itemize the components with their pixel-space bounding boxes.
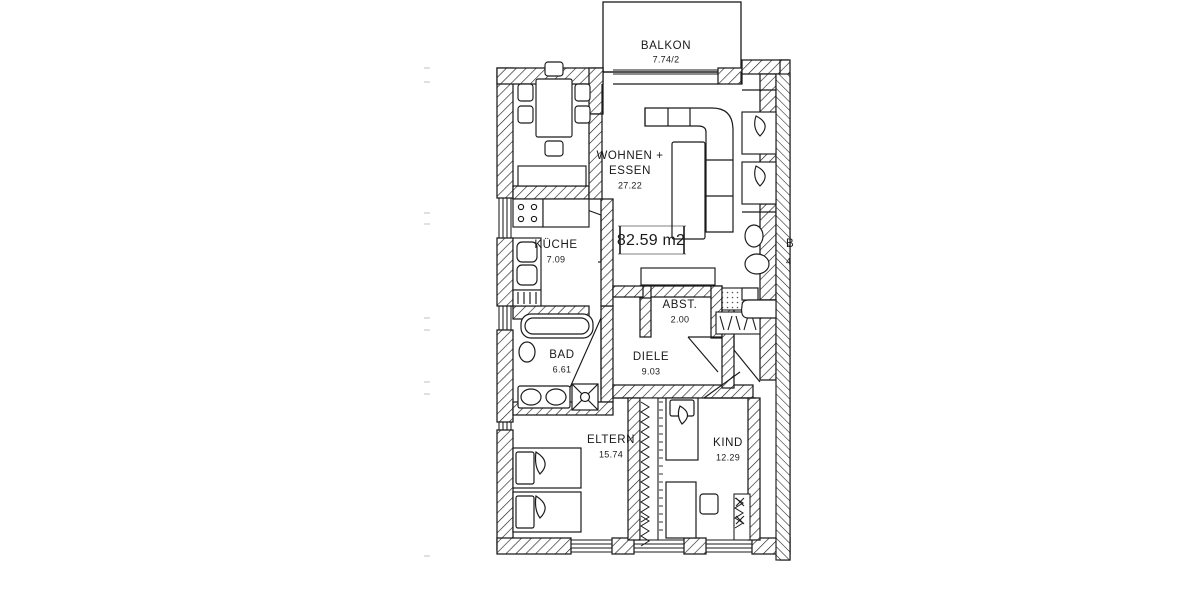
wall-outlines xyxy=(601,72,742,114)
neighbor-unit xyxy=(741,73,791,561)
fixture-kitchen-sink xyxy=(512,237,542,291)
svg-text:4: 4 xyxy=(786,256,791,266)
room-label-kueche-area: 7.09 xyxy=(547,254,566,264)
total-area-callout: 82.59 m2 xyxy=(617,225,686,255)
room-label-kind: KIND 12.29 xyxy=(713,437,743,462)
room-label-eltern-name: ELTERN xyxy=(587,434,635,446)
room-label-abst: ABST. 2.00 xyxy=(663,299,698,324)
fixture-child-bed xyxy=(665,397,699,461)
fixture-double-sink xyxy=(517,385,571,409)
fixture-bathtub xyxy=(520,313,594,339)
fixture-bed-left xyxy=(512,447,582,489)
room-label-diele: DIELE 9.03 xyxy=(633,351,669,376)
neighbor-unit-labels: B 4 xyxy=(786,238,794,266)
fixture-tv-unit xyxy=(640,267,716,286)
room-label-wohnen-name2: ESSEN xyxy=(609,165,651,177)
window-left-bedroom xyxy=(498,422,512,430)
room-label-eltern-area: 15.74 xyxy=(599,449,623,459)
room-label-bad-area: 6.61 xyxy=(553,364,572,374)
room-label-kind-area: 12.29 xyxy=(716,452,740,462)
fixture-dining-table-with-chairs xyxy=(517,61,591,157)
fixture-sectional-sofa xyxy=(644,107,734,233)
fixture-desk-chair xyxy=(699,493,719,515)
fixture-child-wardrobe xyxy=(733,493,751,541)
window-left-bath xyxy=(498,306,512,330)
fixture-kitchen-counter xyxy=(542,198,590,228)
room-label-wohnen: WOHNEN + ESSEN 27.22 xyxy=(596,150,663,190)
svg-text:B: B xyxy=(786,238,794,250)
fixture-dish-rack xyxy=(512,289,542,307)
fixture-kitchen-stove xyxy=(512,198,544,228)
room-label-kueche-name: KÜCHE xyxy=(534,239,577,251)
fixture-sideboard xyxy=(517,165,587,187)
fixture-coffee-table xyxy=(671,141,706,240)
window-balcony-door xyxy=(613,69,718,75)
room-label-diele-name: DIELE xyxy=(633,351,669,363)
room-label-wohnen-name: WOHNEN + xyxy=(596,150,663,162)
room-label-balkon: BALKON 7.74/2 xyxy=(641,40,691,64)
fixture-bed-right xyxy=(512,491,582,533)
room-balkon xyxy=(602,1,742,73)
fixture-toilet xyxy=(518,341,536,363)
total-area-label: 82.59 m2 xyxy=(617,232,685,249)
room-label-wohnen-area: 27.22 xyxy=(618,180,642,190)
room-label-kind-name: KIND xyxy=(713,437,743,449)
room-label-kueche: KÜCHE 7.09 xyxy=(534,239,577,264)
room-label-bad: BAD 6.61 xyxy=(549,349,574,374)
room-label-balkon-name: BALKON xyxy=(641,40,691,52)
room-label-balkon-area: 7.74/2 xyxy=(653,54,680,64)
room-label-abst-name: ABST. xyxy=(663,299,698,311)
window-bottom-3 xyxy=(706,539,752,553)
room-label-abst-area: 2.00 xyxy=(671,314,690,324)
window-bottom-1 xyxy=(571,539,612,553)
fixture-desk xyxy=(665,481,697,539)
room-labels: BALKON 7.74/2 WOHNEN + ESSEN 27.22 KÜCHE… xyxy=(534,40,743,462)
room-label-eltern: ELTERN 15.74 xyxy=(587,434,635,459)
window-left-kitchen xyxy=(498,198,512,238)
room-label-bad-name: BAD xyxy=(549,349,574,361)
room-label-diele-area: 9.03 xyxy=(642,366,661,376)
fixture-wardrobe xyxy=(639,397,663,547)
windows xyxy=(498,69,752,553)
dimension-ticks xyxy=(424,67,430,557)
fixture-washing-machine xyxy=(571,383,599,411)
